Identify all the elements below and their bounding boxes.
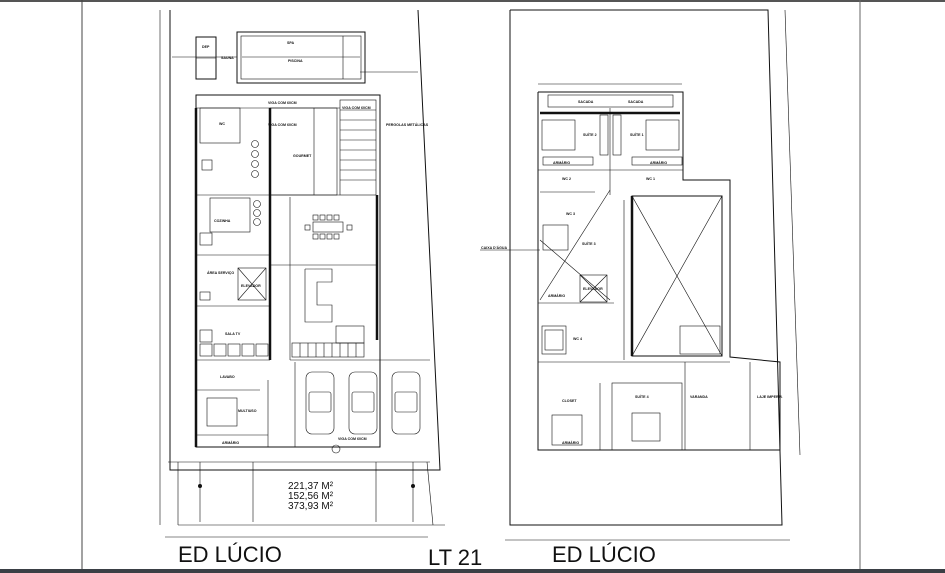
room-label-cozinha: COZINHA bbox=[214, 219, 231, 223]
drawing-title-left: ED LÚCIO bbox=[178, 542, 282, 567]
room-label-suite-4: SUÍTE 4 bbox=[635, 394, 649, 399]
room-label-armario-1: ARMÁRIO bbox=[553, 160, 570, 165]
room-label-sala-tv: SALA TV bbox=[225, 332, 241, 336]
room-label-laje: LAJE IMPERM. bbox=[757, 395, 783, 399]
car-icon bbox=[348, 371, 378, 435]
note-viga-1: VIGA COM 60CM bbox=[268, 101, 297, 105]
room-label-elevador-upper: ELEVADOR bbox=[583, 287, 603, 291]
drawing-title-right: ED LÚCIO bbox=[552, 542, 656, 567]
room-label-gourmet: GOURMET bbox=[293, 154, 312, 158]
room-label-area-servico: ÁREA SERVIÇO bbox=[207, 270, 234, 275]
room-label-armario-3: ARMÁRIO bbox=[548, 293, 565, 298]
room-label-lavabo: LAVABO bbox=[220, 375, 235, 379]
area-value-1: 221,37 M² bbox=[288, 481, 334, 492]
car-icon bbox=[305, 371, 335, 435]
room-label-wc-3: WC 3 bbox=[566, 212, 575, 216]
room-label-wc-2: WC 2 bbox=[562, 177, 571, 181]
note-viga-3: VIGA COM 60CM bbox=[268, 123, 297, 127]
lot-number: LT 21 bbox=[428, 545, 482, 570]
area-value-2: 152,56 M² bbox=[288, 491, 334, 502]
room-label-sacada-2: SACADA bbox=[628, 100, 644, 104]
lot-outline-right bbox=[509, 9, 783, 526]
room-label-wc-4: WC 4 bbox=[573, 337, 582, 341]
room-label-dep: DEP bbox=[202, 45, 210, 49]
room-label-sauna: SAUNA bbox=[221, 56, 234, 60]
pool bbox=[236, 31, 366, 84]
window-top-edge bbox=[0, 0, 945, 2]
room-label-suite-3: SUÍTE 3 bbox=[582, 241, 596, 246]
ground-floor-plan: SPA PISCINA SAUNA DEP PERGOLAS METÁLICAS… bbox=[159, 9, 445, 538]
area-value-3: 373,93 M² bbox=[288, 501, 334, 512]
elevator-shaft bbox=[237, 267, 267, 301]
room-label-piscina: PISCINA bbox=[288, 59, 303, 63]
room-label-armario-4: ARMÁRIO bbox=[562, 440, 579, 445]
room-label-sacada-1: SACADA bbox=[578, 100, 594, 104]
bottom-taskbar-edge bbox=[0, 569, 945, 573]
lot-outline-left bbox=[169, 9, 441, 471]
room-label-closet: CLOSET bbox=[562, 399, 577, 403]
room-label-wc-1: WC 1 bbox=[646, 177, 655, 181]
room-label-multiuso: MULTIUSO bbox=[238, 409, 257, 413]
car-icon bbox=[391, 371, 421, 435]
label-caixa-dagua: CAIXA D'ÁGUA bbox=[481, 245, 507, 250]
room-label-wc: WC bbox=[219, 122, 225, 126]
room-label-suite-2: SUÍTE 2 bbox=[583, 132, 597, 137]
room-label-elevador: ELEVADOR bbox=[241, 284, 261, 288]
house-outline-upper bbox=[537, 91, 781, 451]
note-viga-2: VIGA COM 60CM bbox=[342, 106, 371, 110]
room-label-varanda: VARANDA bbox=[690, 395, 708, 399]
room-label-armario: ARMÁRIO bbox=[222, 440, 239, 445]
car-icons bbox=[305, 371, 421, 435]
room-label-armario-2: ARMÁRIO bbox=[650, 160, 667, 165]
note-viga-garagem: VIGA COM 60CM bbox=[338, 437, 367, 441]
room-label-suite-1: SUÍTE 1 bbox=[630, 132, 644, 137]
upper-floor-plan: SACADA SACADA SUÍTE 2 SUÍTE 1 ARMÁRIO AR… bbox=[480, 9, 801, 541]
room-label-spa: SPA bbox=[287, 41, 295, 45]
note-pergolas: PERGOLAS METÁLICAS bbox=[386, 122, 429, 127]
